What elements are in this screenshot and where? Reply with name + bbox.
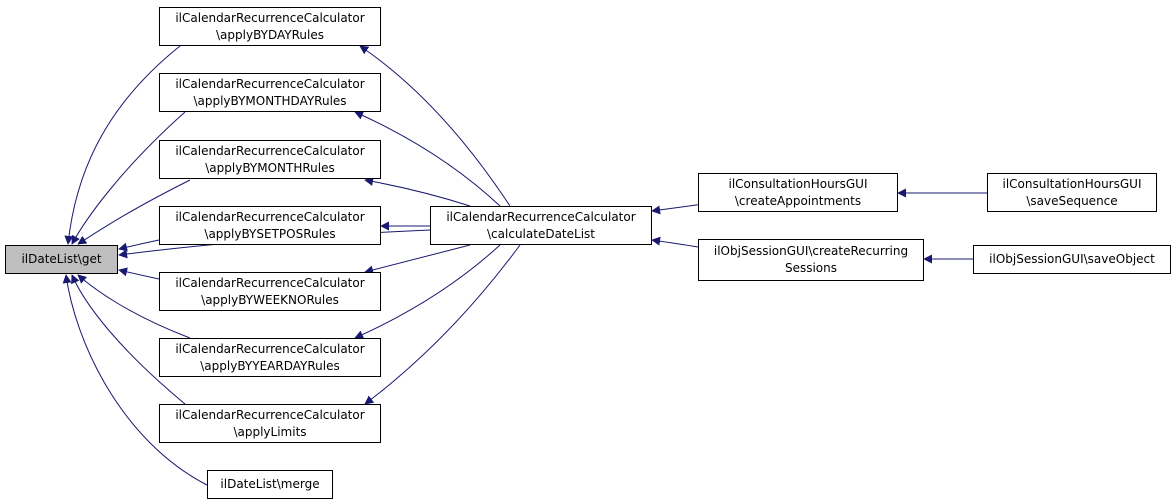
edge-calc-to-bymonthday [354,111,501,207]
edge-bysetpos-to-datelist_get [118,239,160,252]
edge-bymonthday-to-datelist_get [71,111,186,245]
node-calc[interactable]: ilCalendarRecurrenceCalculator \calculate… [430,206,652,245]
edge-merge-to-datelist_get [62,274,208,486]
node-label-line: ilConsultationHoursGUI [728,176,868,191]
node-label-line: ilObjSessionGUI\saveObject [989,252,1155,266]
node-bymonthday[interactable]: ilCalendarRecurrenceCalculator \applyBYMO… [159,73,381,112]
edge-calc-to-byweekno [364,244,471,275]
node-label-line: \applyBYDAYRules [216,27,324,42]
node-merge[interactable]: ilDateList\merge [207,470,333,499]
node-label-line: ilDateList\merge [220,477,320,491]
node-byweekno[interactable]: ilCalendarRecurrenceCalculator \applyBYWE… [159,272,381,311]
node-label-line: \applyBYYEARDAYRules [200,358,340,373]
node-label-line: \applyLimits [233,424,307,439]
node-label-line: ilCalendarRecurrenceCalculator [175,275,365,290]
edge-byday-to-datelist_get [64,45,181,245]
edge-session_create-to-calc [651,236,699,248]
edge-calc-to-byday [359,45,511,207]
node-label-line: \applyBYMONTHRules [205,160,335,175]
edge-calc-to-byyearday [354,244,501,339]
node-label-line: \applyBYMONTHDAYRules [193,93,347,108]
node-session-save[interactable]: ilObjSessionGUI\saveObject [973,245,1171,274]
node-label-line: ilCalendarRecurrenceCalculator [175,10,365,25]
edge-calc-to-bymonth [364,177,471,207]
node-label-line: Sessions [784,261,838,275]
node-label-line: \applyBYWEEKNORules [201,292,339,307]
node-consult-save[interactable]: ilConsultationHoursGUI \saveSequence [987,173,1157,212]
node-datelist-get: ilDateList\get [5,245,118,274]
node-label-line: \saveSequence [1026,193,1118,208]
node-consult-create[interactable]: ilConsultationHoursGUI \createAppointment… [698,173,898,212]
node-label-line: ilDateList\get [21,252,102,266]
node-label-line: ilCalendarRecurrenceCalculator [175,407,365,422]
edge-byweekno-to-datelist_get [118,267,160,280]
edge-calc-to-limits [364,244,521,405]
node-label-line: ilObjSessionGUI\createRecurring [713,244,909,258]
edge-limits-to-datelist_get [71,274,186,405]
node-label-line: \applyBYSETPOSRules [204,226,336,241]
node-label-line: ilCalendarRecurrenceCalculator [175,76,365,91]
edge-byyearday-to-datelist_get [77,274,191,339]
node-label-line: \createAppointments [734,193,862,208]
node-byyearday[interactable]: ilCalendarRecurrenceCalculator \applyBYYE… [159,338,381,377]
node-label-line: \calculateDateList [487,226,595,241]
node-byday[interactable]: ilCalendarRecurrenceCalculator \applyBYDA… [159,7,381,46]
node-label-line: ilCalendarRecurrenceCalculator [175,143,365,158]
node-bysetpos[interactable]: ilCalendarRecurrenceCalculator \applyBYSE… [159,206,381,245]
node-limits[interactable]: ilCalendarRecurrenceCalculator \applyLimi… [159,404,381,443]
node-label-line: ilConsultationHoursGUI [1002,176,1142,191]
node-label-line: ilCalendarRecurrenceCalculator [175,341,365,356]
node-bymonth[interactable]: ilCalendarRecurrenceCalculator \applyBYMO… [159,140,381,179]
node-label-line: ilCalendarRecurrenceCalculator [175,209,365,224]
edge-bymonth-to-datelist_get [77,179,191,245]
node-label-line: ilCalendarRecurrenceCalculator [446,209,636,224]
